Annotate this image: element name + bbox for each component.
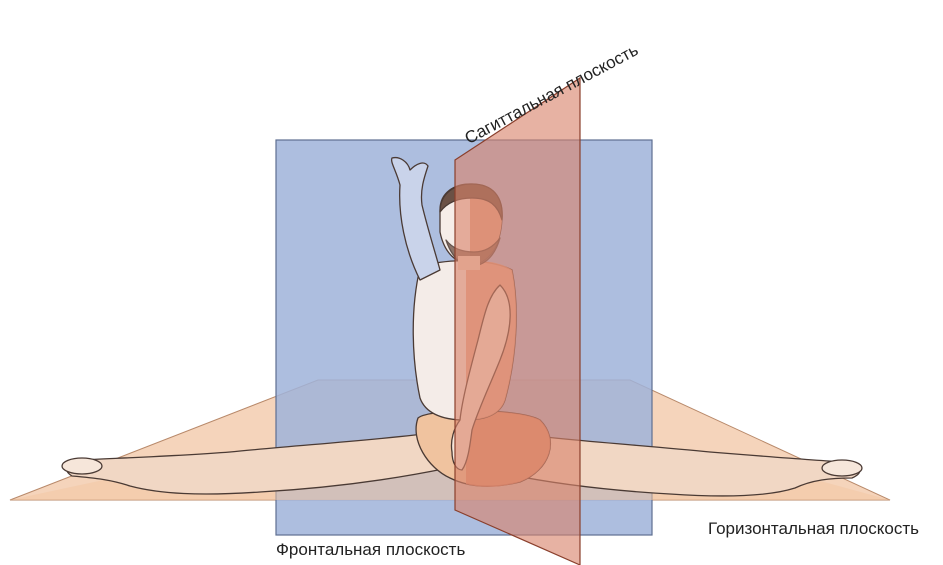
right-foot (822, 460, 862, 476)
horizontal-plane-label: Горизонтальная плоскость (708, 520, 919, 537)
frontal-plane-label: Фронтальная плоскость (276, 541, 465, 558)
left-foot (62, 458, 102, 474)
sagittal-plane (455, 78, 580, 565)
